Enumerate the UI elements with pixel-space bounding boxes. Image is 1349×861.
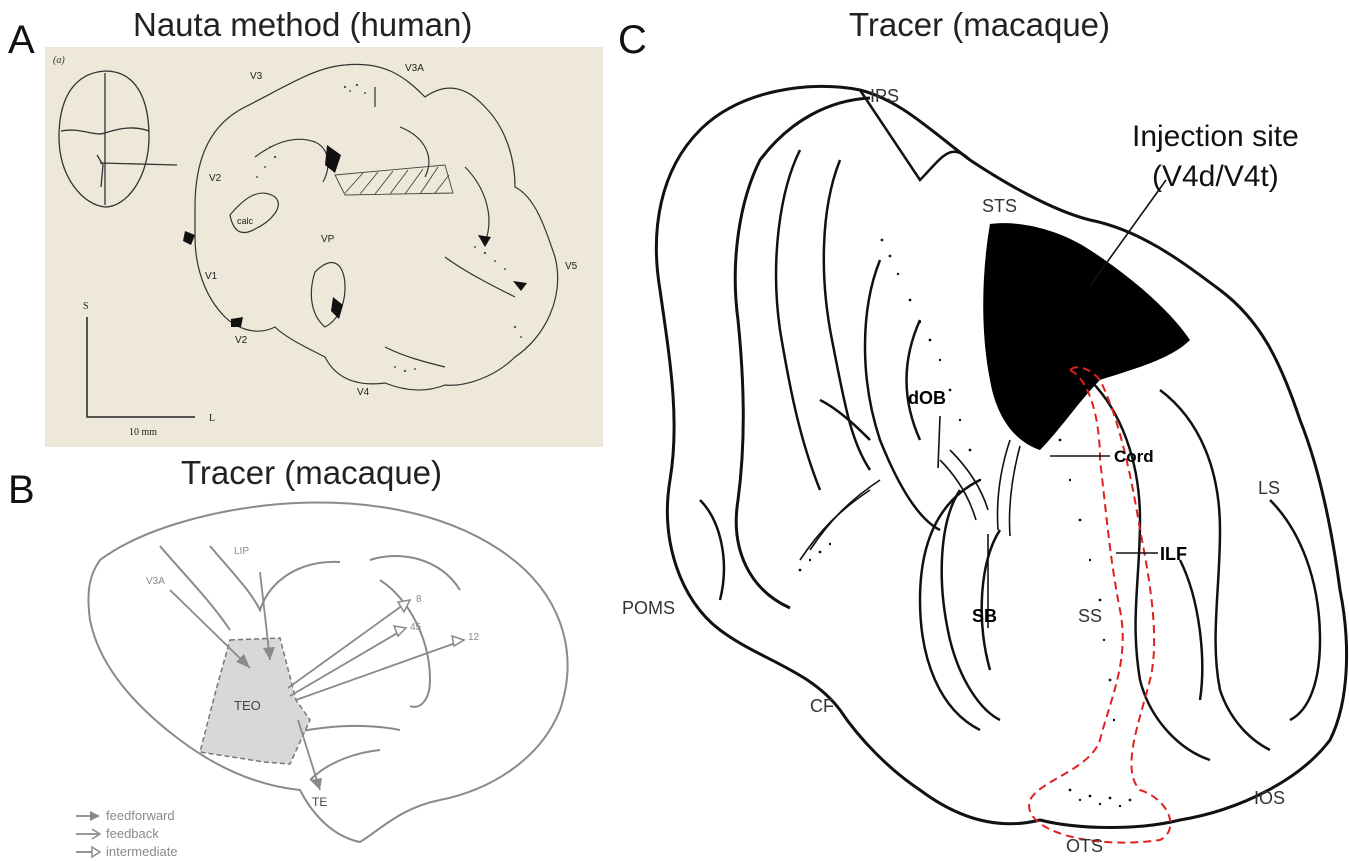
panel-a-letter: A [8, 20, 35, 60]
axis-l-label: L [209, 413, 215, 424]
legend-feedback-label: feedback [106, 826, 159, 841]
panel-c-figure: IPS STS dOB Cord LS ILF POMS SB SS CF IO… [620, 60, 1349, 860]
label-ips: IPS [870, 86, 899, 106]
injection-site [983, 223, 1190, 450]
scale-label: 10 mm [129, 427, 157, 438]
injection-label-line2: (V4d/V4t) [1152, 160, 1279, 193]
label-v2-bottom: V2 [235, 335, 248, 346]
label-area12: 12 [468, 632, 480, 643]
axis-s-label: S [83, 301, 89, 312]
legend-feedback: feedback [76, 826, 159, 841]
label-ls: LS [1258, 478, 1280, 498]
label-lip: LIP [234, 546, 249, 557]
label-area45: 45 [410, 622, 422, 633]
panel-a-title: Nauta method (human) [133, 8, 472, 41]
label-v3a: V3A [146, 576, 165, 587]
label-cf: CF [810, 696, 834, 716]
label-sts: STS [982, 196, 1017, 216]
label-dob: dOB [908, 388, 946, 408]
label-v1: V1 [205, 271, 218, 282]
legend: feedforward feedback intermediate [76, 808, 178, 859]
label-calc: calc [237, 216, 254, 226]
label-ots: OTS [1066, 836, 1103, 856]
subpanel-mark: (a) [53, 55, 65, 66]
panel-a-figure: (a) V3 V3A V2 calc [45, 47, 603, 447]
label-teo: TEO [234, 698, 261, 713]
label-v4: V4 [357, 387, 370, 398]
panel-b-figure: V3A LIP TEO TE 8 45 12 feedforward feedb… [60, 490, 610, 860]
label-ios: IOS [1254, 788, 1285, 808]
panel-b-letter: B [8, 470, 35, 510]
label-v3a: V3A [405, 63, 424, 74]
label-v3: V3 [250, 71, 263, 82]
label-ilf: ILF [1160, 544, 1187, 564]
arrow-heads-open [394, 600, 464, 646]
macaque-brain-lateral [88, 503, 567, 842]
label-te: TE [312, 795, 327, 809]
label-cord: Cord [1114, 447, 1154, 466]
label-sb: SB [972, 606, 997, 626]
injection-label-line1: Injection site [1132, 120, 1299, 153]
label-ss: SS [1078, 606, 1102, 626]
panel-c-labels: IPS STS dOB Cord LS ILF POMS SB SS CF IO… [622, 86, 1285, 856]
panel-b-title: Tracer (macaque) [181, 456, 442, 489]
legend-intermediate: intermediate [76, 844, 178, 859]
legend-feedforward-label: feedforward [106, 808, 175, 823]
legend-intermediate-label: intermediate [106, 844, 178, 859]
panel-c-letter: C [618, 20, 647, 60]
panel-c-title: Tracer (macaque) [849, 8, 1110, 41]
legend-feedforward: feedforward [76, 808, 175, 823]
label-v2-top: V2 [209, 173, 222, 184]
label-area8: 8 [416, 594, 422, 605]
label-vp: VP [321, 234, 335, 245]
label-v5: V5 [565, 261, 578, 272]
label-poms: POMS [622, 598, 675, 618]
